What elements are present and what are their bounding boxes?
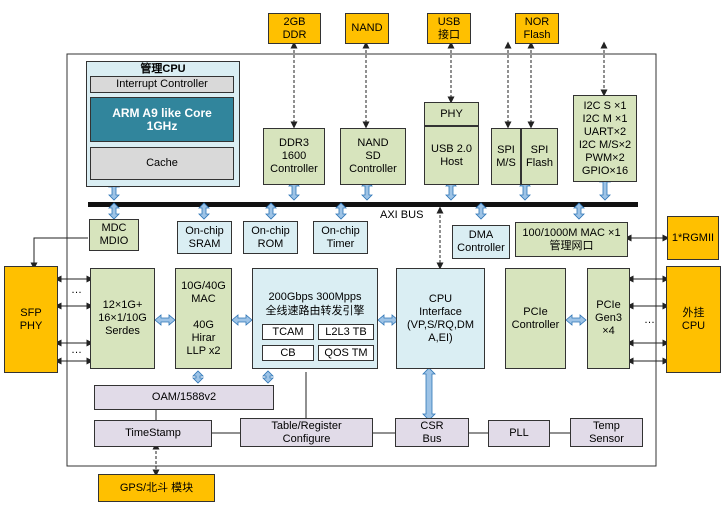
ext-host-cpu: 外挂 CPU <box>666 266 721 373</box>
onchip-timer: On-chip Timer <box>313 221 368 254</box>
arm-core: ARM A9 like Core 1GHz <box>90 97 234 142</box>
cb: CB <box>262 345 314 361</box>
ext-ddr-memory: 2GB DDR <box>268 13 321 44</box>
spi-ms: SPI M/S <box>491 128 521 185</box>
table-register-configure: Table/Register Configure <box>240 418 373 447</box>
mac-llp-block: 10G/40G MAC 40G Hirar LLP x2 <box>175 268 232 369</box>
ext-nand: NAND <box>345 13 389 44</box>
mgmt-cpu-title: 管理CPU <box>140 63 186 75</box>
ext-nor-flash: NOR Flash <box>515 13 559 44</box>
timestamp: TimeStamp <box>94 420 212 447</box>
ext-rgmii: 1*RGMII <box>667 216 719 260</box>
dma-controller: DMA Controller <box>452 225 510 259</box>
ext-gps-module: GPS/北斗 模块 <box>98 474 215 502</box>
mdc-mdio: MDC MDIO <box>89 219 139 251</box>
ellipsis-left-top: … <box>71 284 82 296</box>
ellipsis-right: … <box>644 314 655 326</box>
onchip-sram: On-chip SRAM <box>177 221 232 254</box>
pll: PLL <box>488 420 550 447</box>
interrupt-controller: Interrupt Controller <box>90 76 234 93</box>
ext-sfp-phy: SFP PHY <box>4 266 58 373</box>
qos-tm: QOS TM <box>318 345 374 361</box>
csr-bus: CSR Bus <box>395 418 469 447</box>
onchip-rom: On-chip ROM <box>243 221 298 254</box>
cache: Cache <box>90 147 234 180</box>
chip-boundary <box>66 53 657 467</box>
serdes: 12×1G+ 16×1/10G Serdes <box>90 268 155 369</box>
pcie-gen3: PCIe Gen3 ×4 <box>587 268 630 369</box>
peripheral-io-block: I2C S ×1 I2C M ×1 UART×2 I2C M/S×2 PWM×2… <box>573 95 637 182</box>
oam-1588: OAM/1588v2 <box>94 385 274 410</box>
usb-phy: PHY <box>424 102 479 126</box>
axi-bus-line <box>88 202 638 207</box>
mgmt-ethernet-mac: 100/1000M MAC ×1 管理网口 <box>515 222 628 257</box>
temp-sensor: Temp Sensor <box>570 418 643 447</box>
tcam: TCAM <box>262 324 314 340</box>
ellipsis-left-bottom: … <box>71 344 82 356</box>
pcie-controller: PCIe Controller <box>505 268 566 369</box>
forwarding-engine-title: 200Gbps 300Mpps 全线速路由转发引擎 <box>265 291 365 317</box>
cpu-interface: CPU Interface (VP,S/RQ,DM A,EI) <box>396 268 485 369</box>
ddr3-controller: DDR3 1600 Controller <box>263 128 325 185</box>
spi-flash: SPI Flash <box>521 128 558 185</box>
usb-host: USB 2.0 Host <box>424 126 479 185</box>
axi-bus-label: AXI BUS <box>380 209 424 221</box>
nand-sd-controller: NAND SD Controller <box>340 128 406 185</box>
ext-usb-port: USB 接口 <box>427 13 471 44</box>
l2l3-table: L2L3 TB <box>318 324 374 340</box>
